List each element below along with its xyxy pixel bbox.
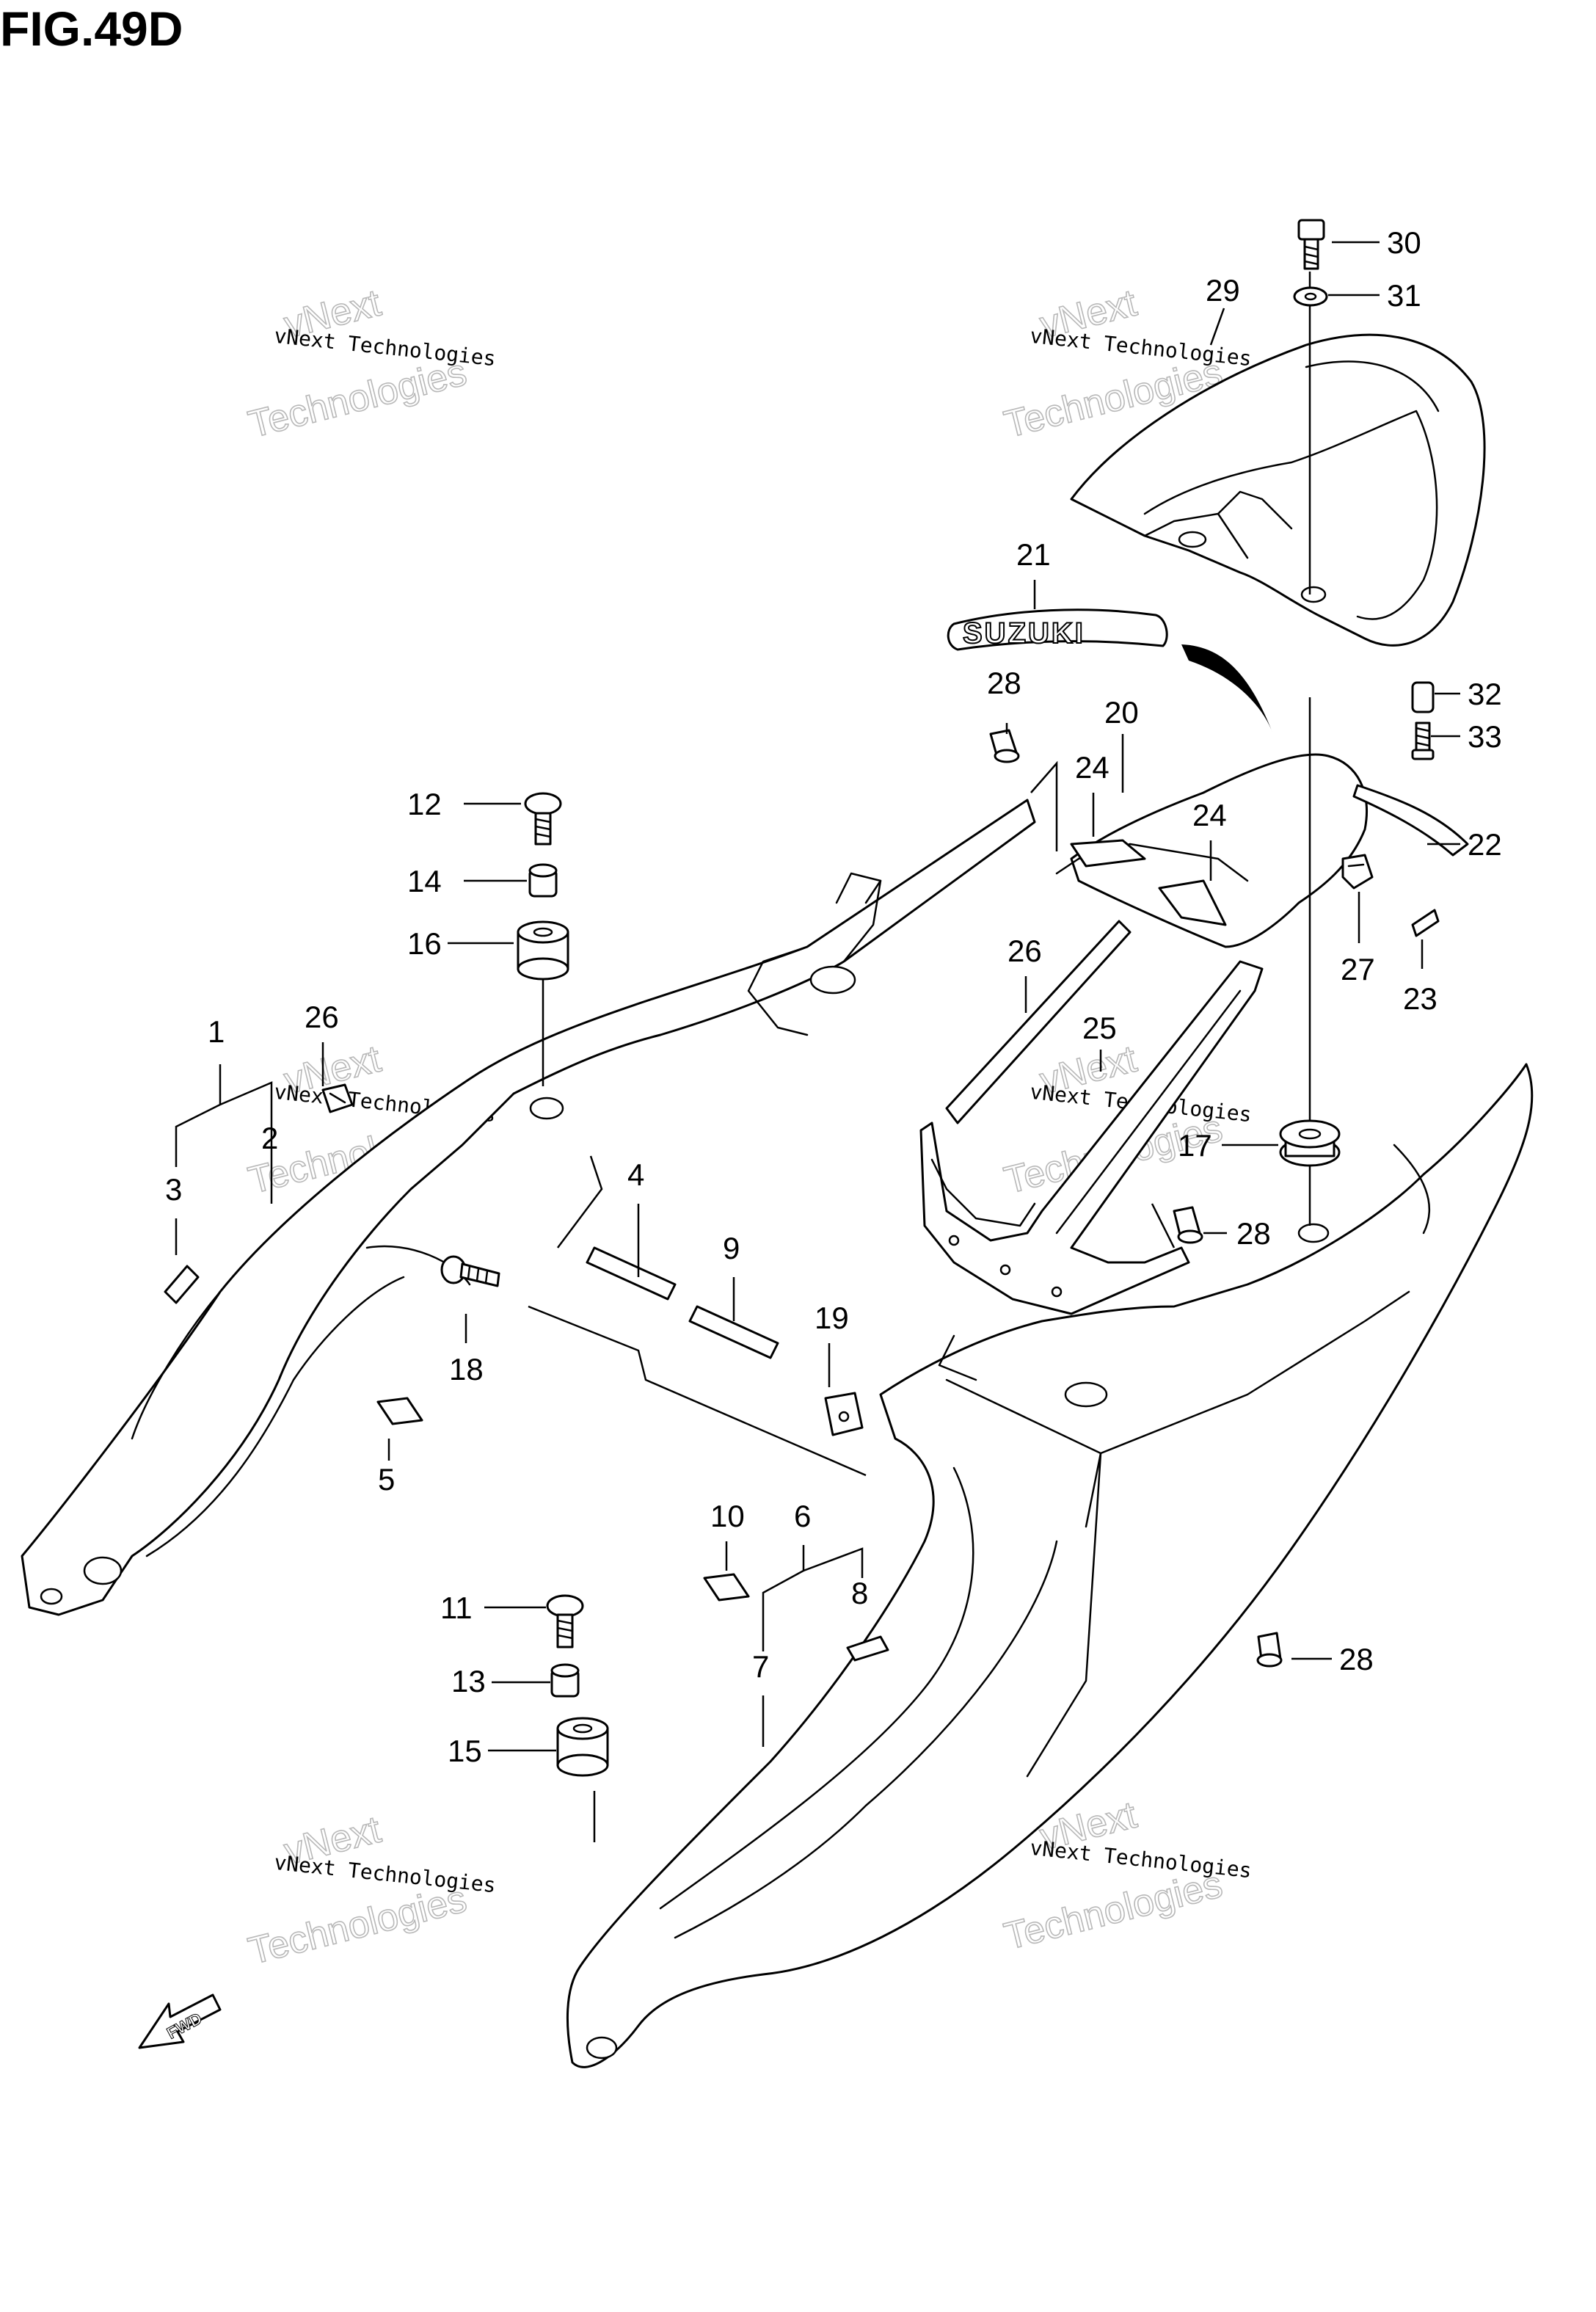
callout-28b: 28 bbox=[1236, 1216, 1271, 1251]
part-26-strip bbox=[945, 920, 1132, 1124]
part-7-right-cover bbox=[566, 1063, 1534, 2068]
callout-12: 12 bbox=[407, 787, 442, 821]
part-9-label bbox=[688, 1305, 779, 1359]
watermark-text: vNext Technologies bbox=[1029, 1836, 1253, 1883]
callout-27: 27 bbox=[1341, 952, 1375, 986]
assembly-line bbox=[528, 1305, 867, 1477]
part-28-rivet-mid bbox=[1173, 1206, 1203, 1244]
part-30-bolt bbox=[1297, 219, 1325, 270]
part-29-grab-rail bbox=[1070, 333, 1486, 647]
callout-19: 19 bbox=[815, 1301, 849, 1335]
callout-5: 5 bbox=[378, 1462, 395, 1497]
part-26-clip bbox=[321, 1083, 354, 1113]
part-13-collar bbox=[550, 1663, 580, 1698]
washer-hole bbox=[1304, 292, 1317, 301]
part-17-grommet bbox=[1279, 1119, 1341, 1167]
callout-26: 26 bbox=[305, 1000, 339, 1034]
watermark-top-left: vNext Technologies vNext Technologies bbox=[244, 281, 497, 447]
part-1-left-cover bbox=[21, 799, 1036, 1616]
callout-23: 23 bbox=[1403, 981, 1438, 1016]
assembly-line bbox=[557, 1155, 603, 1248]
callout-labels: 1 2 3 4 5 6 7 8 9 10 11 12 13 14 15 16 1… bbox=[165, 225, 1502, 1768]
callout-22: 22 bbox=[1468, 827, 1502, 862]
callout-24b: 24 bbox=[1192, 798, 1227, 832]
callout-leaders bbox=[175, 241, 1460, 1752]
part-28-rivet-top bbox=[989, 729, 1020, 763]
part-27-clip bbox=[1341, 854, 1374, 890]
callout-9: 9 bbox=[723, 1231, 740, 1265]
callout-15: 15 bbox=[448, 1734, 482, 1768]
watermark-text: vNext Technologies bbox=[273, 324, 497, 371]
callout-21: 21 bbox=[1016, 537, 1051, 572]
part-15-grommet bbox=[556, 1717, 609, 1777]
callout-6: 6 bbox=[794, 1499, 811, 1533]
suzuki-logo: SUZUKI bbox=[963, 617, 1085, 650]
callout-31: 31 bbox=[1387, 278, 1421, 313]
callout-8: 8 bbox=[851, 1576, 868, 1610]
part-10-label bbox=[703, 1573, 750, 1602]
part-23-label bbox=[1411, 909, 1440, 937]
callout-18: 18 bbox=[449, 1352, 484, 1386]
callout-4: 4 bbox=[627, 1157, 644, 1192]
callout-26b: 26 bbox=[1007, 934, 1042, 968]
assembly-line bbox=[1030, 760, 1058, 851]
callout-20: 20 bbox=[1104, 695, 1139, 730]
part-3-label bbox=[164, 1265, 200, 1304]
callout-33: 33 bbox=[1468, 719, 1502, 754]
callout-32: 32 bbox=[1468, 677, 1502, 711]
part-28-rivet-bottom bbox=[1256, 1632, 1283, 1668]
callout-11: 11 bbox=[440, 1591, 473, 1625]
callout-17: 17 bbox=[1178, 1128, 1212, 1163]
fwd-arrow-icon: FWD bbox=[138, 1993, 222, 2049]
part-32-collar bbox=[1411, 681, 1435, 713]
figure-title: FIG.49D bbox=[0, 1, 183, 56]
part-25-bracket bbox=[919, 960, 1264, 1315]
part-33-screw bbox=[1411, 721, 1435, 760]
callout-13: 13 bbox=[451, 1664, 486, 1698]
callout-30: 30 bbox=[1387, 225, 1421, 260]
callout-28: 28 bbox=[987, 666, 1021, 700]
watermark-brand-sub: Technologies bbox=[244, 1877, 471, 1973]
part-16-grommet bbox=[517, 920, 569, 981]
part-21-suzuki-emblem: SUZUKI bbox=[947, 608, 1168, 651]
part-20-rear-cover bbox=[1055, 753, 1369, 948]
trim-edge bbox=[1181, 644, 1273, 734]
watermark-text: vNext Technologies bbox=[1029, 324, 1253, 371]
callout-1: 1 bbox=[208, 1014, 225, 1049]
part-18-bolt bbox=[440, 1255, 500, 1287]
watermark-bottom-left: vNext Technologies vNext Technologies bbox=[244, 1808, 497, 1974]
callout-28c: 28 bbox=[1339, 1642, 1374, 1676]
callout-25: 25 bbox=[1082, 1011, 1117, 1045]
part-22-trim-strip bbox=[1352, 784, 1469, 857]
part-4-label bbox=[586, 1246, 677, 1301]
callout-29: 29 bbox=[1206, 273, 1240, 308]
callout-7: 7 bbox=[752, 1649, 769, 1684]
callout-10: 10 bbox=[710, 1499, 745, 1533]
part-14-collar bbox=[528, 863, 558, 898]
watermark-brand-sub: Technologies bbox=[1000, 1863, 1227, 1958]
part-12-screw bbox=[524, 792, 562, 846]
callout-24: 24 bbox=[1075, 750, 1109, 785]
part-19-clip bbox=[824, 1392, 864, 1436]
callout-2: 2 bbox=[261, 1121, 278, 1155]
watermark-text: vNext Technologies bbox=[273, 1850, 497, 1898]
assembly-line bbox=[1151, 1203, 1176, 1248]
callout-16: 16 bbox=[407, 926, 442, 961]
callout-14: 14 bbox=[407, 864, 442, 898]
part-5-label bbox=[376, 1397, 423, 1425]
part-8-label bbox=[846, 1635, 889, 1662]
watermark-brand-sub: Technologies bbox=[244, 351, 471, 446]
part-11-screw bbox=[546, 1594, 584, 1648]
callout-3: 3 bbox=[165, 1172, 182, 1207]
